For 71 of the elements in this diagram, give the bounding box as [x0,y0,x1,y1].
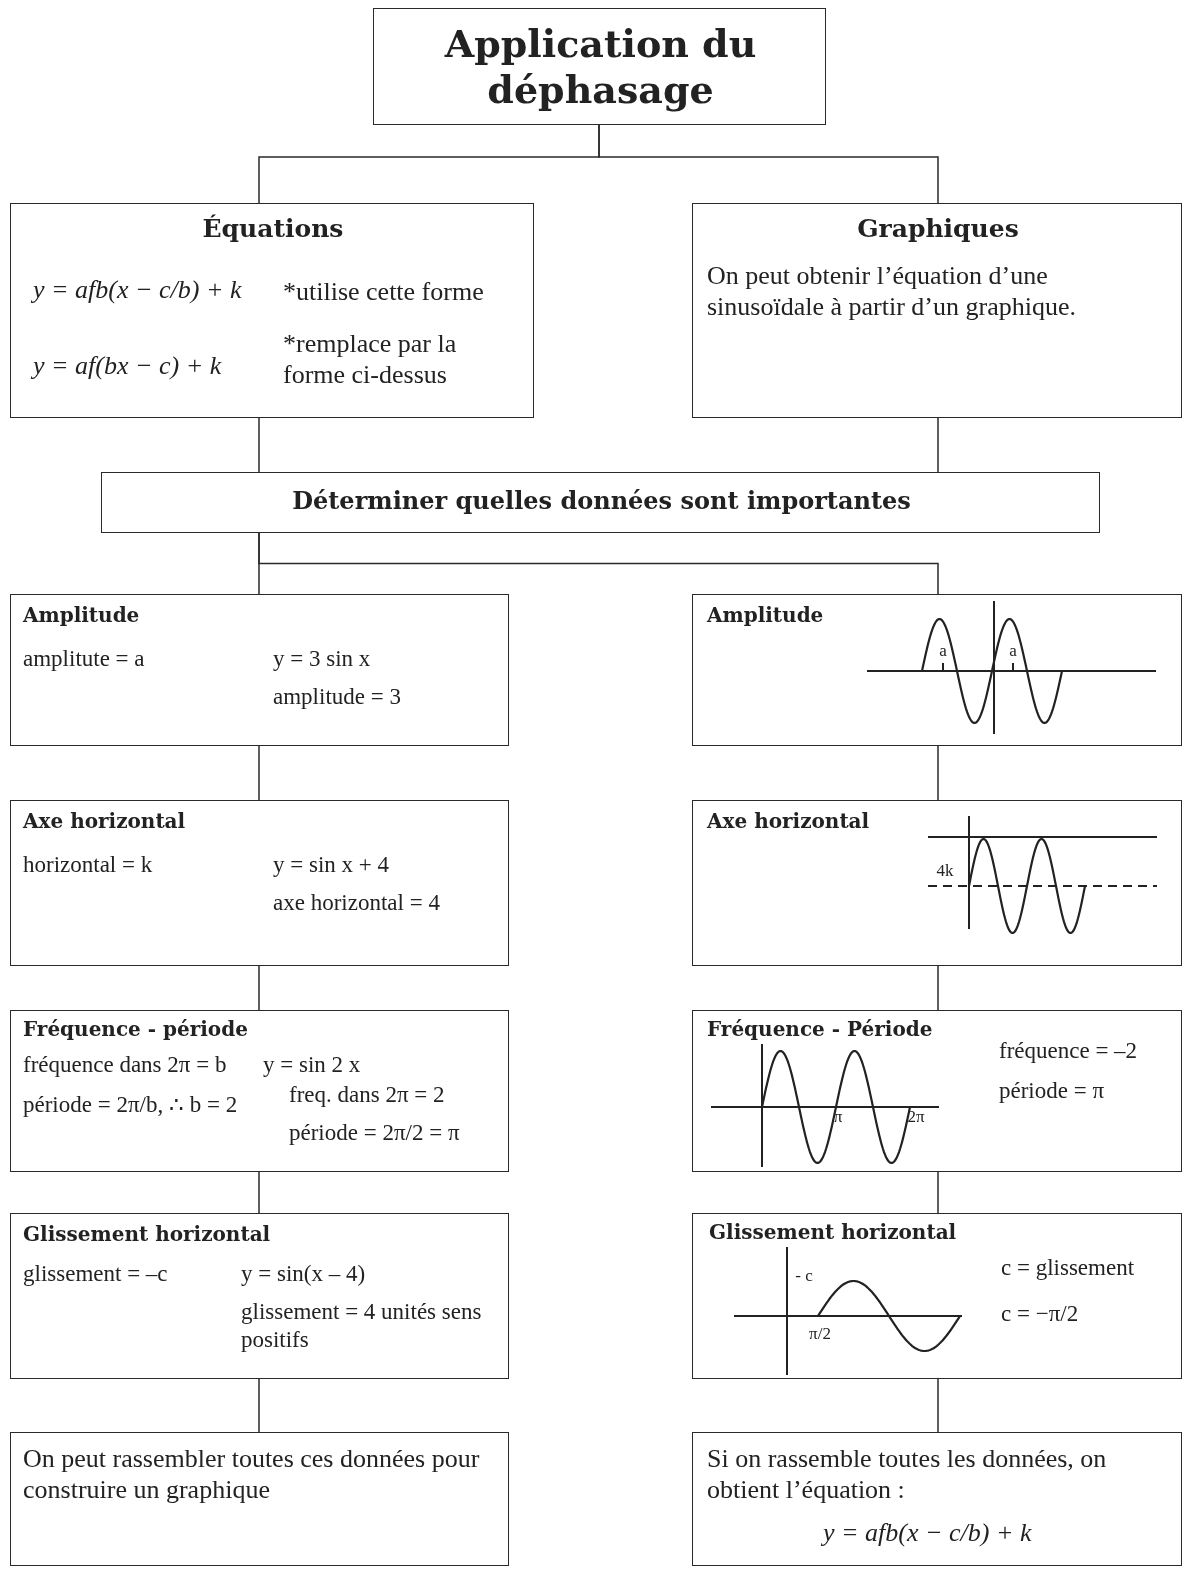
equation-text: y = sin 2 x [263,1051,362,1079]
box-heading: Fréquence - période [23,1017,249,1041]
box-text: axe horizontal = 4 [273,889,441,917]
box-text: période = 2π/b, ∴ b = 2 [23,1091,239,1119]
box-text: fréquence dans 2π = b [23,1051,228,1079]
process-box [692,594,1182,746]
box-heading: Fréquence - Période [707,1017,934,1041]
process-box [10,203,534,418]
process-box [101,472,1100,533]
graph-label: π [832,1107,844,1128]
connector-line [937,1378,939,1433]
process-box [692,1010,1182,1172]
equation-text: y = afb(x − c/b) + k [33,274,243,306]
box-heading: Axe horizontal [23,809,187,833]
graph-label: 4k [935,861,955,882]
box-heading: Équations [201,214,345,244]
title-box [373,8,826,125]
process-box [10,594,509,746]
box-text: amplitude = 3 [273,683,402,711]
box-text: On peut obtenir l’équation d’une sinusoïdale à partir d’un graphique. [707,260,1077,323]
box-heading: Axe horizontal [707,809,871,833]
process-box [692,203,1182,418]
note-text: *utilise cette forme [283,276,485,308]
box-text: période = π [999,1077,1106,1105]
graph-label: 2π [906,1107,926,1128]
box-text: horizontal = k [23,851,154,879]
graph-label: - c [794,1266,814,1287]
equation-text: y = sin x + 4 [273,851,391,879]
box-text: amplitute = a [23,645,146,673]
connector-line [258,1378,260,1433]
graph-label: a [938,641,948,662]
process-box [692,1213,1182,1379]
process-box [10,1213,509,1379]
process-box [692,800,1182,966]
equation-text: période = 2π/2 = π [289,1119,461,1147]
box-heading: Graphiques [856,214,1020,244]
box-text: Si on rassemble toutes les données, on obtient l’équation : [707,1443,1108,1506]
box-heading: Déterminer quelles données sont importantes [291,487,912,516]
box-heading: Amplitude [707,603,825,627]
equation-text: y = sin(x – 4) [241,1260,367,1288]
box-text: On peut rassembler toutes ces données pour construire un graphique [23,1443,481,1506]
box-text: freq. dans 2π = 2 [289,1081,446,1109]
equation-text: c = −π/2 [1001,1300,1080,1328]
title-text: Application du déphasage [443,21,758,113]
connector-line [937,965,939,1011]
note-text: *remplace par la forme ci-dessus [283,328,458,391]
box-text: glissement = 4 unités sens positifs [241,1298,483,1354]
equation-text: y = af(bx − c) + k [33,350,223,382]
connector-line [258,745,260,801]
box-text: c = glissement [1001,1254,1136,1282]
connector-line [937,1171,939,1214]
connector-line [258,965,260,1011]
box-heading: Amplitude [23,603,141,627]
graph-label: a [1008,641,1018,662]
process-box [10,1010,509,1172]
process-box [692,1432,1182,1566]
box-heading: Glissement horizontal [23,1222,272,1246]
equation-text: y = 3 sin x [273,645,372,673]
connector-line [937,745,939,801]
box-text: glissement = –c [23,1260,169,1288]
process-box [10,800,509,966]
connector-line [598,124,939,204]
connector-line [258,532,939,595]
process-box [10,1432,509,1566]
connector-line [937,417,939,473]
equation-text: y = afb(x − c/b) + k [823,1517,1033,1549]
connector-line [258,417,260,473]
connector-line [258,1171,260,1214]
graph-label: π/2 [808,1324,832,1345]
box-text: fréquence = –2 [999,1037,1139,1065]
box-heading: Glissement horizontal [709,1220,958,1244]
